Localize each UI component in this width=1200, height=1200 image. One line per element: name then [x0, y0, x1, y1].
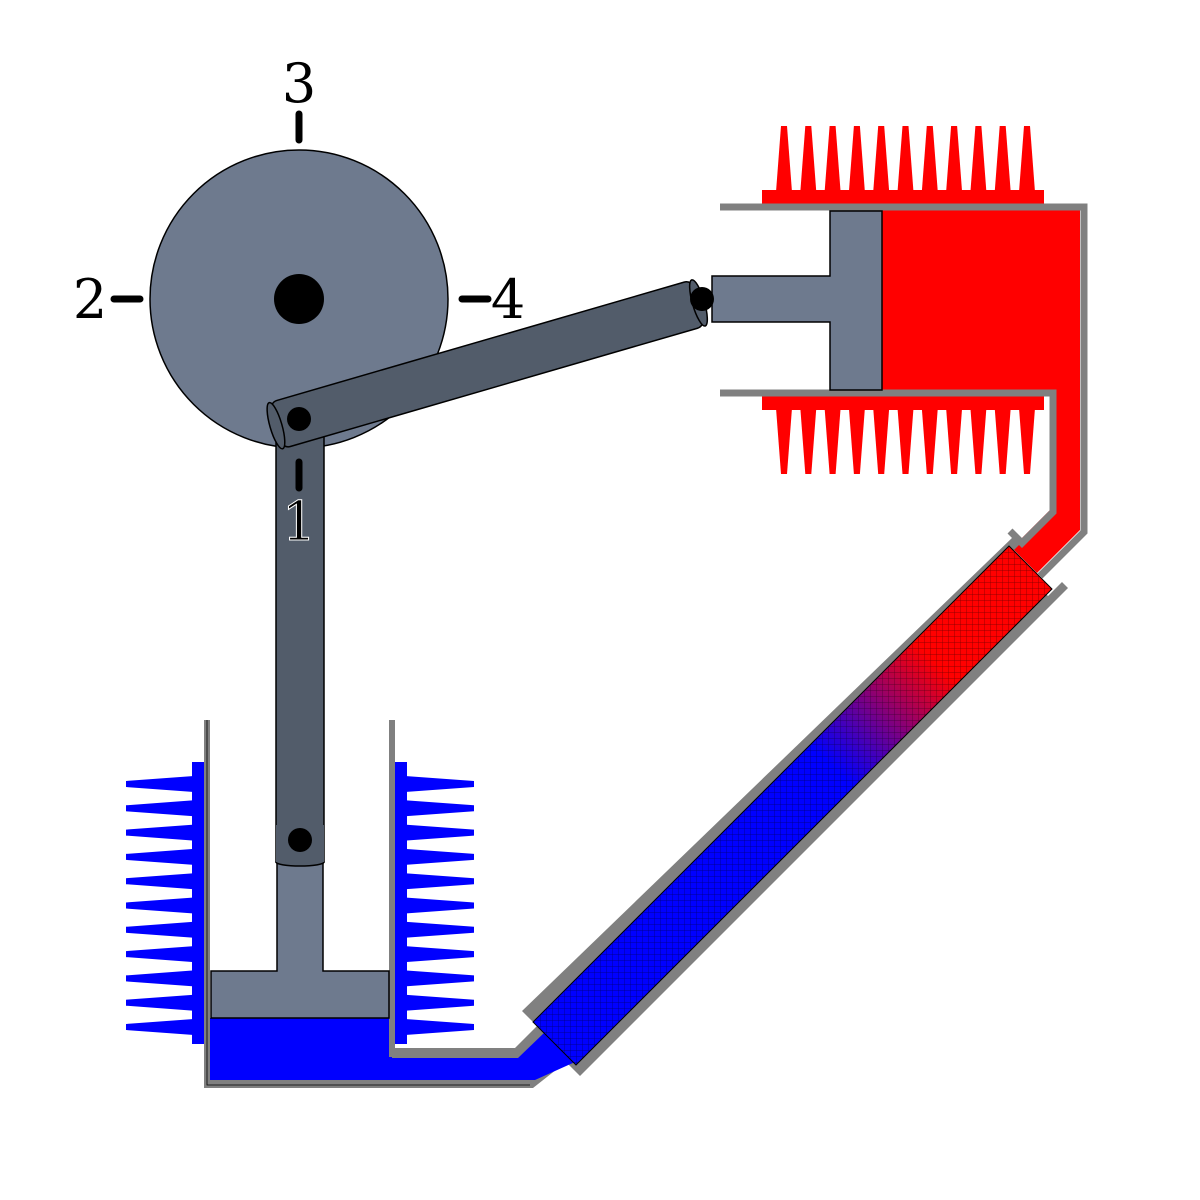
flywheel-axle	[274, 274, 324, 324]
cold-fin	[405, 824, 474, 841]
cold-connecting-rod	[275, 407, 325, 867]
position-label-1: 1	[282, 490, 316, 553]
cold-rod-pin	[288, 828, 312, 852]
hot-fin	[994, 126, 1011, 192]
hot-fin	[921, 126, 938, 192]
cold-fin	[405, 848, 474, 865]
hot-fin	[873, 408, 890, 474]
cold-fin	[126, 848, 194, 865]
hot-fin	[824, 126, 841, 192]
hot-fin	[848, 126, 865, 192]
hot-cylinder-wall-inner	[720, 389, 1057, 548]
hot-cooling-fins-bottom	[762, 394, 1044, 474]
cold-fin	[405, 873, 474, 890]
hot-fin	[897, 126, 914, 192]
cold-fin	[405, 776, 474, 792]
position-label-4: 4	[491, 268, 525, 331]
position-markers: 3 2 4 1	[73, 52, 525, 554]
cold-fin	[126, 946, 194, 963]
cold-fin	[405, 994, 474, 1011]
cold-fin	[126, 970, 194, 987]
cold-fin	[405, 800, 474, 817]
hot-piston	[711, 210, 883, 391]
cold-fin	[405, 970, 474, 987]
hot-fin	[970, 408, 987, 474]
cold-fin	[126, 897, 194, 914]
hot-fin	[946, 408, 963, 474]
hot-fin	[848, 408, 865, 474]
hot-cylinder-wall	[720, 203, 1088, 579]
hot-fin	[897, 408, 914, 474]
hot-fin	[800, 408, 817, 474]
cold-cooling-fins-right	[393, 762, 474, 1044]
cold-gas-space	[208, 1018, 392, 1080]
cold-fin	[405, 921, 474, 938]
hot-fin	[776, 126, 792, 192]
hot-connecting-rod	[266, 279, 714, 450]
crank-pin	[287, 407, 311, 431]
hot-fin	[800, 126, 817, 192]
cold-fin	[405, 946, 474, 963]
hot-fin	[1019, 126, 1035, 192]
position-label-2: 2	[73, 268, 107, 331]
hot-fin	[1019, 408, 1035, 474]
hot-cooling-fins-top	[762, 126, 1044, 206]
hot-fin	[873, 126, 890, 192]
hot-fin	[776, 408, 792, 474]
cold-fin	[126, 1019, 194, 1035]
cold-piston	[210, 849, 390, 1019]
hot-rod-pin	[690, 287, 714, 311]
cold-fin	[126, 824, 194, 841]
hot-fin	[946, 126, 963, 192]
cold-fin	[126, 873, 194, 890]
hot-fin	[824, 408, 841, 474]
cold-fin	[126, 800, 194, 817]
cold-fin	[126, 994, 194, 1011]
cold-fin	[405, 897, 474, 914]
hot-fin	[970, 126, 987, 192]
cold-fin	[126, 776, 194, 792]
position-label-3: 3	[282, 52, 316, 115]
hot-cylinder	[711, 126, 1088, 579]
hot-fin	[921, 408, 938, 474]
hot-fin	[994, 408, 1011, 474]
cold-cooling-fins-left	[126, 762, 206, 1044]
regenerator	[204, 537, 1068, 1088]
cold-fin	[126, 921, 194, 938]
cold-fin	[405, 1019, 474, 1035]
cold-cylinder	[126, 720, 535, 1088]
regenerator-mesh	[532, 545, 1053, 1066]
cold-cylinder-wall-right	[389, 720, 535, 1057]
hot-gas-space	[882, 210, 1080, 573]
